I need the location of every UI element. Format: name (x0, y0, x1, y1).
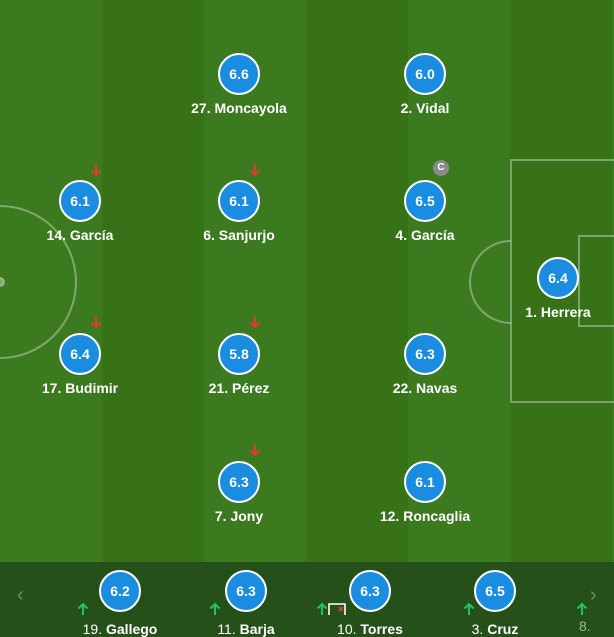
substituted-off-icon (90, 164, 102, 177)
player-perez[interactable]: 5.8 21. Pérez (179, 333, 299, 396)
player-roncaglia[interactable]: 6.1 12. Roncaglia (365, 461, 485, 524)
player-moncayola[interactable]: 6.6 27. Moncayola (179, 53, 299, 116)
rating-badge: 6.2 (99, 570, 141, 612)
rating-badge: 6.5 (474, 570, 516, 612)
player-sanjurjo[interactable]: 6.1 6. Sanjurjo (179, 180, 299, 243)
pitch-markings (0, 159, 614, 403)
player-name: 21. Pérez (208, 380, 270, 396)
player-jony[interactable]: 6.3 7. Jony (179, 461, 299, 524)
player-garcia-4[interactable]: 6.5 4. García (365, 180, 485, 243)
player-name: 12. Roncaglia (379, 508, 471, 524)
player-name: 11. Barja (217, 621, 275, 637)
substituted-on-icon (463, 602, 475, 615)
prev-arrow-icon[interactable]: ‹ (17, 584, 24, 606)
bench-player-cruz[interactable]: 6.5 3. Cruz (435, 570, 555, 637)
substituted-off-icon (90, 316, 102, 329)
bench-player-gallego[interactable]: 6.2 19. Gallego (60, 570, 180, 637)
rating-badge: 5.8 (218, 333, 260, 375)
player-name: 27. Moncayola (191, 100, 287, 116)
player-budimir[interactable]: 6.4 17. Budimir (20, 333, 140, 396)
bench-player-partial[interactable]: 8. (579, 618, 591, 634)
player-navas[interactable]: 6.3 22. Navas (365, 333, 485, 396)
player-name: 22. Navas (392, 380, 458, 396)
player-name: 10. Torres (337, 621, 403, 637)
player-name: 7. Jony (214, 508, 264, 524)
next-arrow-icon[interactable]: › (590, 584, 597, 606)
rating-badge: 6.3 (225, 570, 267, 612)
substitutes-bar: ‹ 6.2 19. Gallego 6.3 11. Barja 6.3 10. … (0, 562, 614, 637)
goal-icon (328, 603, 346, 615)
rating-badge: 6.0 (404, 53, 446, 95)
substituted-off-icon (249, 164, 261, 177)
rating-badge: 6.1 (59, 180, 101, 222)
substituted-on-icon (316, 602, 328, 615)
bench-player-torres[interactable]: 6.3 10. Torres (310, 570, 430, 637)
player-name: 17. Budimir (41, 380, 119, 396)
player-name: 19. Gallego (82, 621, 158, 637)
rating-badge: 6.4 (59, 333, 101, 375)
bench-player-barja[interactable]: 6.3 11. Barja (186, 570, 306, 637)
rating-badge: 6.1 (218, 180, 260, 222)
substituted-off-icon (249, 444, 261, 457)
player-name: 2. Vidal (400, 100, 450, 116)
substituted-off-icon (249, 316, 261, 329)
captain-icon: C (433, 160, 449, 176)
player-name: 6. Sanjurjo (203, 227, 275, 243)
player-name: 1. Herrera (525, 304, 591, 320)
player-name: 14. García (46, 227, 114, 243)
rating-badge: 6.3 (218, 461, 260, 503)
rating-badge: 6.3 (404, 333, 446, 375)
player-garcia-14[interactable]: 6.1 14. García (20, 180, 140, 243)
player-vidal[interactable]: 6.0 2. Vidal (365, 53, 485, 116)
player-name: 3. Cruz (471, 621, 519, 637)
rating-badge: 6.1 (404, 461, 446, 503)
player-name: 4. García (395, 227, 455, 243)
substituted-on-icon (209, 602, 221, 615)
substituted-on-icon (77, 602, 89, 615)
rating-badge: 6.4 (537, 257, 579, 299)
pitch: 6.6 27. Moncayola 6.0 2. Vidal 6.1 14. G… (0, 0, 614, 562)
rating-badge: 6.6 (218, 53, 260, 95)
rating-badge: 6.3 (349, 570, 391, 612)
rating-badge: 6.5 (404, 180, 446, 222)
player-herrera[interactable]: 6.4 1. Herrera (498, 257, 614, 320)
substituted-on-icon (576, 602, 588, 615)
